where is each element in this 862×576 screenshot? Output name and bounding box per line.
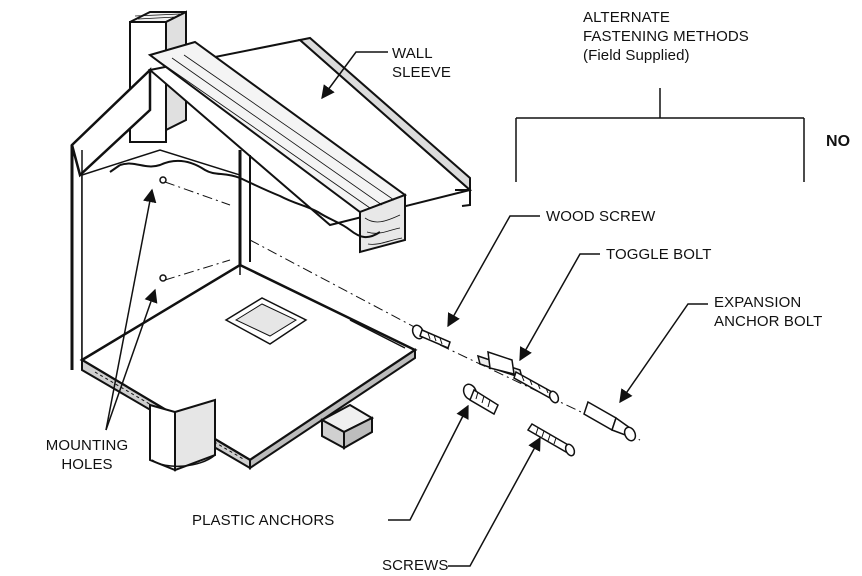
wall-sleeve-line-1: WALL [392, 45, 433, 62]
plastic-anchors-label: PLASTIC ANCHORS [192, 512, 335, 529]
header-line-2: FASTENING METHODS [583, 28, 749, 45]
expansion-line-2: ANCHOR BOLT [714, 313, 823, 330]
leader-lines [105, 51, 708, 567]
lower-supports [149, 398, 375, 472]
alternate-methods-bracket [515, 88, 805, 182]
expansion-anchor-bolt-label: EXPANSION ANCHOR BOLT [714, 293, 822, 331]
expansion-line-1: EXPANSION [714, 294, 802, 311]
screw [526, 422, 576, 457]
plastic-anchor [462, 383, 499, 416]
clipped-note: NO [826, 133, 851, 150]
wood-screw-label: WOOD SCREW [546, 208, 656, 225]
mounting-holes-line-1: MOUNTING [45, 437, 129, 454]
screws-label: SCREWS [382, 557, 449, 574]
mounting-holes-label: MOUNTING HOLES [24, 436, 150, 474]
header-line-3: (Field Supplied) [583, 47, 690, 64]
toggle-bolt-label: TOGGLE BOLT [606, 246, 712, 263]
wall-sleeve-line-2: SLEEVE [392, 64, 451, 81]
toggle-bolt [476, 350, 560, 404]
wood-screw [411, 324, 451, 350]
expansion-anchor-bolt [583, 400, 637, 442]
wall-sleeve-label: WALL SLEEVE [392, 44, 451, 82]
header-line-1: ALTERNATE [583, 9, 671, 26]
mounting-holes-line-2: HOLES [61, 456, 113, 473]
header-label: ALTERNATE FASTENING METHODS (Field Suppl… [583, 8, 749, 65]
wall-sleeve-top [147, 36, 473, 254]
